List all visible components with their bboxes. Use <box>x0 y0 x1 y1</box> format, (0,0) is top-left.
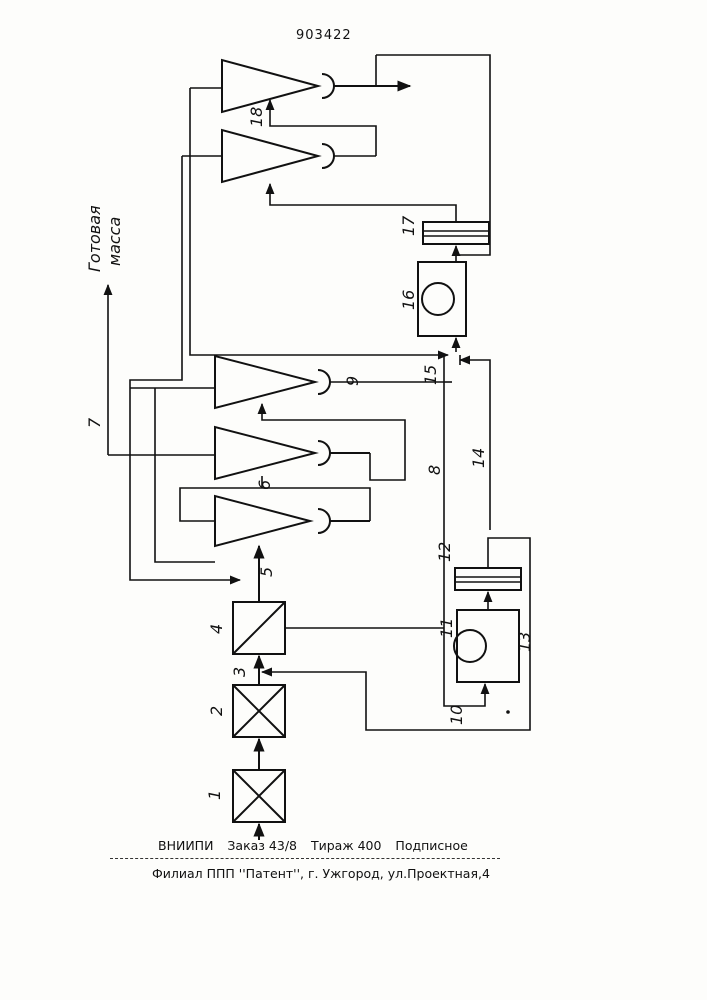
footer-imprint: ВНИИПИ Заказ 43/8 Тираж 400 Подписное <box>158 838 468 853</box>
link-upper-lower <box>130 156 182 388</box>
label-10: 10 <box>447 705 466 725</box>
footer-divider <box>110 858 500 859</box>
label-4: 4 <box>207 624 226 634</box>
label-12: 12 <box>435 542 454 562</box>
line-14 <box>460 360 490 530</box>
label-15: 15 <box>421 365 440 385</box>
block-4-separator <box>233 602 285 654</box>
label-13: 13 <box>515 632 534 652</box>
label-18: 18 <box>247 107 266 127</box>
label-17: 17 <box>399 215 418 236</box>
footer-order: Заказ 43/8 <box>227 838 297 853</box>
label-16: 16 <box>399 290 418 310</box>
footer-org: ВНИИПИ <box>158 838 213 853</box>
label-3: 3 <box>230 667 249 677</box>
output-caption: Готовая масса <box>85 200 124 272</box>
filter-12 <box>455 568 521 590</box>
stage-2-triangle <box>215 427 370 479</box>
label-5: 5 <box>257 567 276 577</box>
label-1: 1 <box>205 790 224 800</box>
pump-11 <box>454 610 519 682</box>
footer-circulation: Тираж 400 <box>311 838 381 853</box>
feed-line-b <box>155 388 215 562</box>
stage-4-triangle <box>222 60 410 112</box>
label-8: 8 <box>425 465 444 475</box>
loop-stage-2 <box>262 404 405 480</box>
filter-17 <box>423 222 489 244</box>
footer-branch: Филиал ППП ''Патент'', г. Ужгород, ул.Пр… <box>152 866 490 881</box>
label-9: 9 <box>343 376 362 386</box>
block-1-mixer <box>233 770 285 822</box>
label-6: 6 <box>255 480 274 490</box>
line-10 <box>444 640 485 706</box>
label-14: 14 <box>469 448 488 468</box>
block-2-mixer <box>233 685 285 737</box>
stage-5-triangle <box>222 130 376 182</box>
label-7: 7 <box>85 417 104 428</box>
label-11: 11 <box>437 618 456 638</box>
line-13-return <box>262 538 530 730</box>
pump-16 <box>418 262 466 336</box>
stage-1-triangle <box>215 496 370 546</box>
footer-subscription: Подписное <box>395 838 467 853</box>
loop-stage-1 <box>180 488 370 521</box>
stage-3-triangle <box>215 356 444 408</box>
line-17-to-stage-5 <box>270 184 456 222</box>
label-2: 2 <box>207 706 226 716</box>
